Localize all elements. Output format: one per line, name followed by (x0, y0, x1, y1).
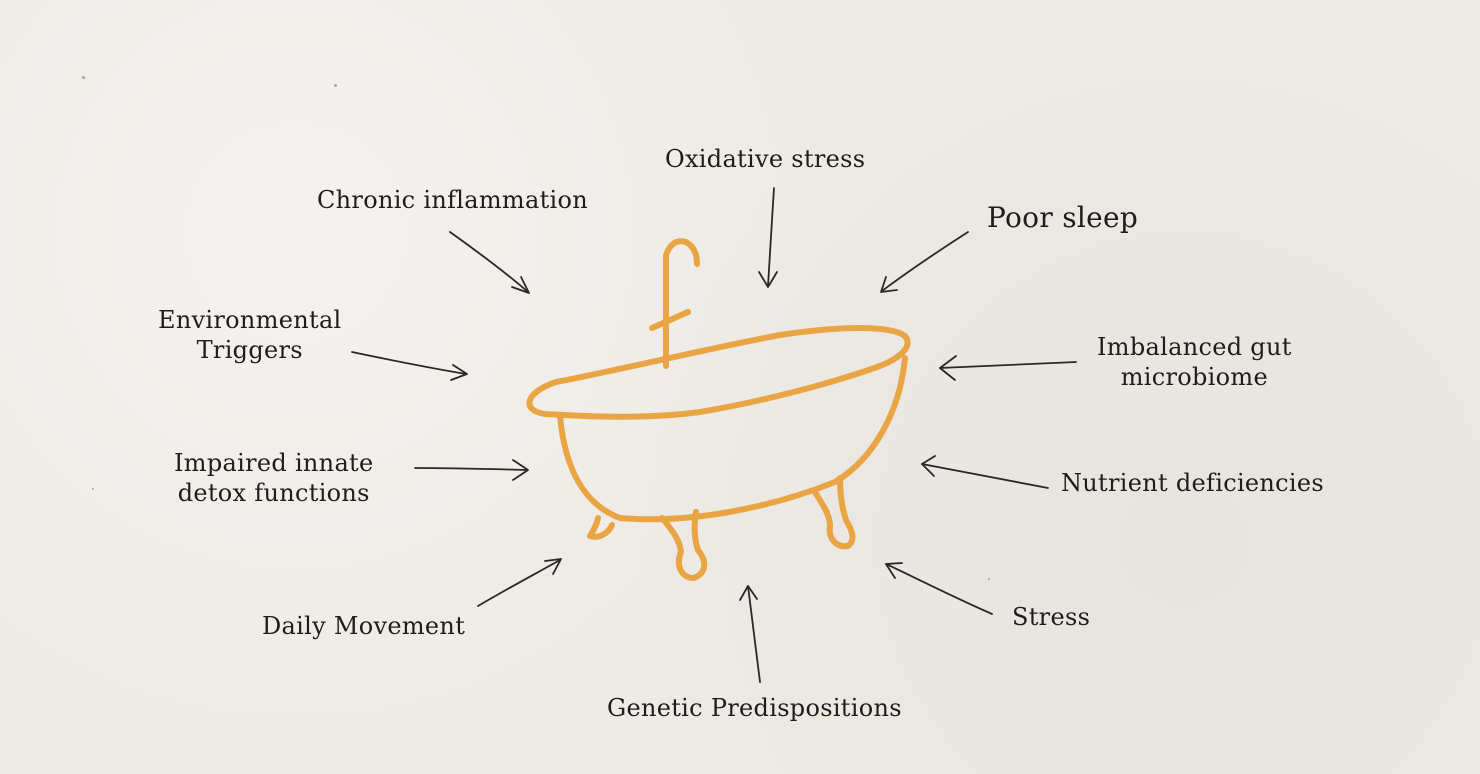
faucet-pipe (663, 238, 700, 369)
label-line: Triggers (196, 336, 303, 364)
arrow-daily-movement (477, 558, 562, 607)
paper-speck (92, 488, 94, 490)
arrow-chronic-inflammation (449, 231, 530, 294)
label-line: Environmental (158, 306, 342, 334)
paper-speck (82, 76, 85, 79)
label-poor-sleep: Poor sleep (987, 201, 1139, 234)
label-line: Imbalanced gut (1097, 333, 1292, 361)
label-nutrient-deficiencies: Nutrient deficiencies (1061, 469, 1325, 497)
tub-foot-middle (659, 509, 708, 581)
paper-speck (988, 578, 990, 580)
label-imbalanced-gut: Imbalanced gut microbiome (1097, 332, 1292, 392)
arrow-poor-sleep (880, 231, 969, 293)
arrow-environmental-triggers (351, 351, 468, 381)
label-line: Impaired innate (174, 449, 374, 477)
arrow-nutrient-deficiencies (921, 455, 1049, 489)
label-daily-movement: Daily Movement (262, 612, 466, 640)
tub-basin (557, 355, 908, 523)
label-line: detox functions (177, 479, 370, 507)
label-environmental-triggers: Environmental Triggers (158, 305, 342, 365)
tub-foot-right (812, 475, 856, 550)
paper-speck (334, 84, 337, 87)
tub-foot-left (587, 515, 615, 540)
arrow-oxidative-stress (758, 187, 778, 288)
bathtub-icon (526, 238, 911, 581)
label-line: microbiome (1120, 363, 1268, 391)
label-genetic-predispositions: Genetic Predispositions (607, 694, 902, 722)
label-impaired-detox: Impaired innate detox functions (174, 448, 374, 508)
faucet-handle (649, 309, 691, 331)
label-chronic-inflammation: Chronic inflammation (317, 186, 588, 214)
arrow-impaired-detox (414, 459, 529, 481)
arrow-genetic-predispositions (739, 585, 761, 683)
arrow-stress (885, 562, 993, 615)
tub-rim (526, 325, 911, 420)
label-stress: Stress (1012, 603, 1091, 631)
label-oxidative-stress: Oxidative stress (665, 145, 866, 173)
arrow-imbalanced-gut (939, 355, 1077, 381)
